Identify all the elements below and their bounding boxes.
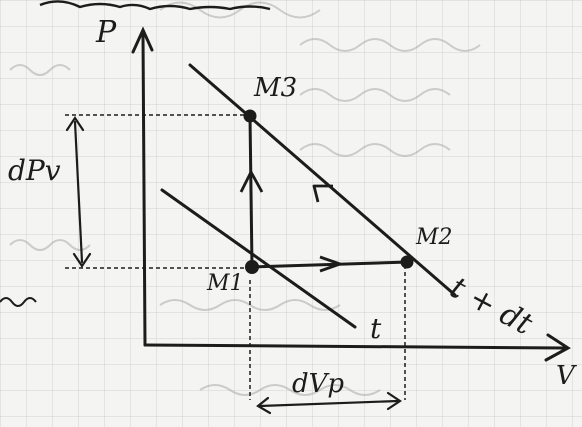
dp-bracket — [65, 116, 92, 268]
arrow-right-icon — [319, 255, 342, 273]
path-m1-m3 — [248, 115, 254, 268]
axes — [131, 26, 571, 362]
y-axis — [141, 33, 147, 347]
line-upper — [188, 63, 457, 297]
x-axis-arrow — [544, 333, 571, 362]
top-scribble — [39, 0, 271, 11]
y-axis-arrow — [131, 26, 154, 54]
path-m1-m2 — [251, 260, 409, 269]
line-lower — [160, 188, 357, 329]
point-m2-label: M2 — [415, 225, 453, 250]
point-m3-dot — [243, 109, 257, 123]
axis-y-label: P — [95, 15, 117, 50]
point-m1-label: M1 — [206, 271, 244, 296]
dv-label: dVp — [292, 369, 344, 399]
dv-bracket — [256, 391, 402, 415]
point-m1-dot — [245, 260, 259, 274]
point-m3-label: M3 — [253, 73, 297, 103]
axis-x-label: V — [556, 361, 577, 391]
line-lower-label: t — [370, 312, 382, 345]
arrow-upleft-icon — [312, 184, 333, 203]
dp-label: dPv — [8, 154, 61, 187]
left-scribble — [0, 297, 37, 307]
arrow-up-icon — [239, 170, 264, 193]
x-axis — [143, 343, 567, 350]
point-m2-dot — [400, 255, 414, 269]
guide-lines — [65, 114, 406, 400]
